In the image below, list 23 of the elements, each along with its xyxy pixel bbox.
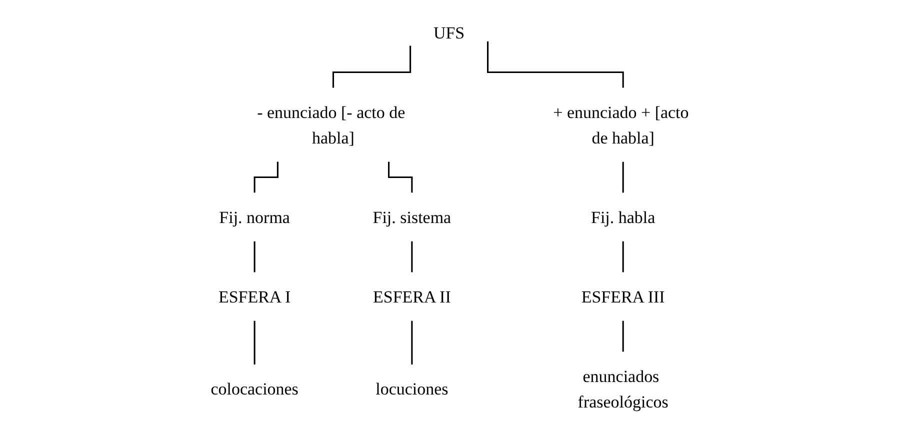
connector	[254, 162, 278, 194]
node-text: colocaciones	[210, 379, 298, 398]
connector	[332, 46, 412, 88]
node-text: locuciones	[376, 379, 448, 398]
connector	[254, 241, 256, 273]
connector	[622, 162, 624, 194]
node-text: Fij. norma	[219, 207, 290, 227]
connector	[254, 320, 256, 366]
node-text: ESFERA I	[218, 286, 291, 306]
connector	[622, 320, 624, 352]
connector	[411, 320, 413, 366]
node-text: - enunciado [- acto de habla]	[257, 102, 406, 148]
node-text: UFS	[433, 22, 465, 42]
connector	[411, 241, 413, 273]
connector	[622, 241, 624, 273]
node-text: ESFERA III	[581, 286, 665, 306]
node-text: ESFERA II	[373, 286, 451, 306]
node-text: + enunciado + [acto de habla]	[553, 102, 689, 148]
node-text: Fij. habla	[591, 207, 656, 227]
connector	[487, 41, 624, 88]
connector	[388, 162, 413, 194]
node-text: Fij. sistema	[372, 207, 452, 227]
node-text: enunciados fraseológicos	[578, 366, 668, 412]
